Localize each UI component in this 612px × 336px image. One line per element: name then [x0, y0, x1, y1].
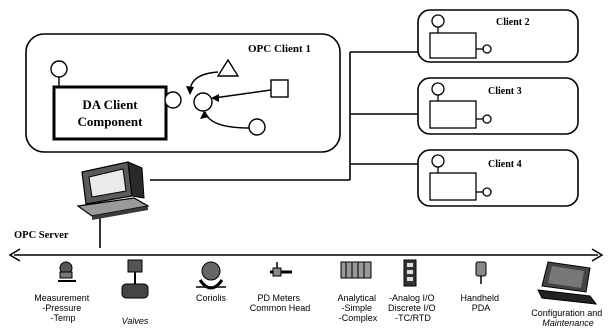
square-object-icon — [271, 80, 288, 97]
client-2-component-box — [430, 33, 476, 58]
device-label-pd-meters-line2: Common Head — [250, 303, 311, 313]
device-label-handheld-line2: PDA — [472, 303, 491, 313]
device-label-pd-meters: PD Meters Common Head — [250, 293, 311, 313]
device-label-configuration-line1: Configuration and — [531, 308, 602, 318]
da-client-component-box — [54, 87, 166, 139]
client-4-interface-icon — [432, 155, 444, 167]
laptop-icon — [538, 262, 596, 304]
device-label-handheld-line1: Handheld — [460, 293, 499, 303]
opc-server-label: OPC Server — [14, 230, 69, 241]
device-label-analytical-line3: -Complex — [339, 313, 378, 323]
client-3-label: Client 3 — [488, 86, 522, 97]
hub-circle — [194, 93, 212, 111]
da-client-label-line1: DA Client — [82, 97, 138, 112]
client-2-port-icon — [483, 45, 491, 53]
valve-icon — [122, 260, 148, 298]
device-label-measurement-line1: Measurement — [34, 293, 90, 303]
opc-client-1: OPC Client 1 DA Client Component — [26, 34, 340, 152]
client-4-port-icon — [483, 188, 491, 196]
handheld-pda-icon — [476, 262, 486, 284]
client-2: Client 2 — [418, 10, 578, 62]
client-3-port-icon — [483, 115, 491, 123]
client-4: Client 4 — [418, 150, 578, 206]
pressure-transmitter-icon — [58, 262, 76, 281]
client-4-label: Client 4 — [488, 159, 522, 170]
analytical-instrument-icon — [341, 262, 371, 278]
device-label-pd-meters-line1: PD Meters — [257, 293, 300, 303]
device-label-analytical-line1: Analytical — [337, 293, 376, 303]
device-label-io-line2: Discrete I/O — [388, 303, 436, 313]
pd-meter-icon — [270, 262, 292, 276]
interface-circle-icon — [51, 61, 67, 77]
client-4-component-box — [430, 173, 476, 200]
server-computer-icon — [78, 162, 148, 220]
client-3: Client 3 — [418, 78, 578, 134]
circle-object-icon — [249, 119, 265, 135]
device-label-io: -Analog I/O Discrete I/O -TC/RTD — [388, 293, 438, 323]
device-label-analytical: Analytical -Simple -Complex — [337, 293, 378, 323]
client-2-label: Client 2 — [496, 17, 530, 28]
device-label-coriolis: Coriolis — [196, 293, 227, 303]
device-label-analytical-line2: -Simple — [341, 303, 372, 313]
device-label-valves: Valves — [122, 316, 149, 326]
device-label-measurement-line2: -Pressure — [42, 303, 81, 313]
device-label-configuration: Configuration and Maintenance — [531, 308, 605, 328]
da-client-label-line2: Component — [77, 114, 143, 129]
device-label-measurement: Measurement -Pressure -Temp — [34, 293, 92, 323]
device-label-io-line1: -Analog I/O — [389, 293, 435, 303]
client-3-component-box — [430, 101, 476, 128]
field-bus — [10, 249, 602, 261]
client-3-interface-icon — [432, 83, 444, 95]
io-module-icon — [404, 260, 416, 286]
client-2-interface-icon — [432, 15, 444, 27]
device-label-io-line3: -TC/RTD — [395, 313, 431, 323]
opc-server: OPC Server — [14, 162, 148, 241]
opc-client-1-title: OPC Client 1 — [248, 43, 311, 55]
device-labels: Measurement -Pressure -Temp Valves Corio… — [34, 293, 605, 328]
device-label-configuration-line2: Maintenance — [542, 318, 594, 328]
component-port-circle — [165, 92, 181, 108]
device-label-measurement-line3: -Temp — [50, 313, 75, 323]
coriolis-meter-icon — [196, 262, 226, 288]
device-label-handheld: Handheld PDA — [460, 293, 501, 313]
